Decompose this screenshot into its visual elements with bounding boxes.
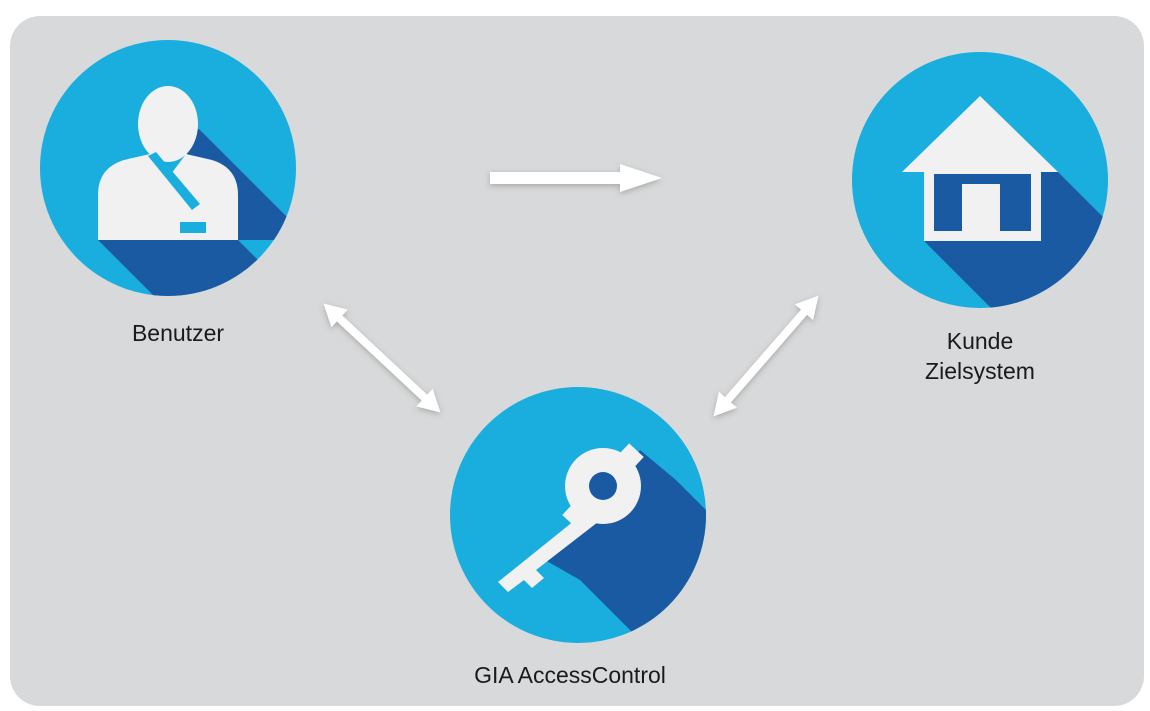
user-long-shadow (98, 240, 296, 296)
user-icon (98, 86, 238, 240)
arrow-user-to-customer (490, 164, 662, 192)
gia-node (450, 387, 706, 643)
arrow-user-gia (323, 303, 441, 413)
arrow-gia-customer (713, 295, 819, 417)
user-node (40, 40, 296, 296)
gia-label: GIA AccessControl (474, 662, 666, 688)
key-icon (498, 443, 644, 592)
house-icon (902, 96, 1058, 241)
customer-label: Kunde Zielsystem (925, 328, 1035, 384)
user-label: Benutzer (131, 320, 225, 346)
